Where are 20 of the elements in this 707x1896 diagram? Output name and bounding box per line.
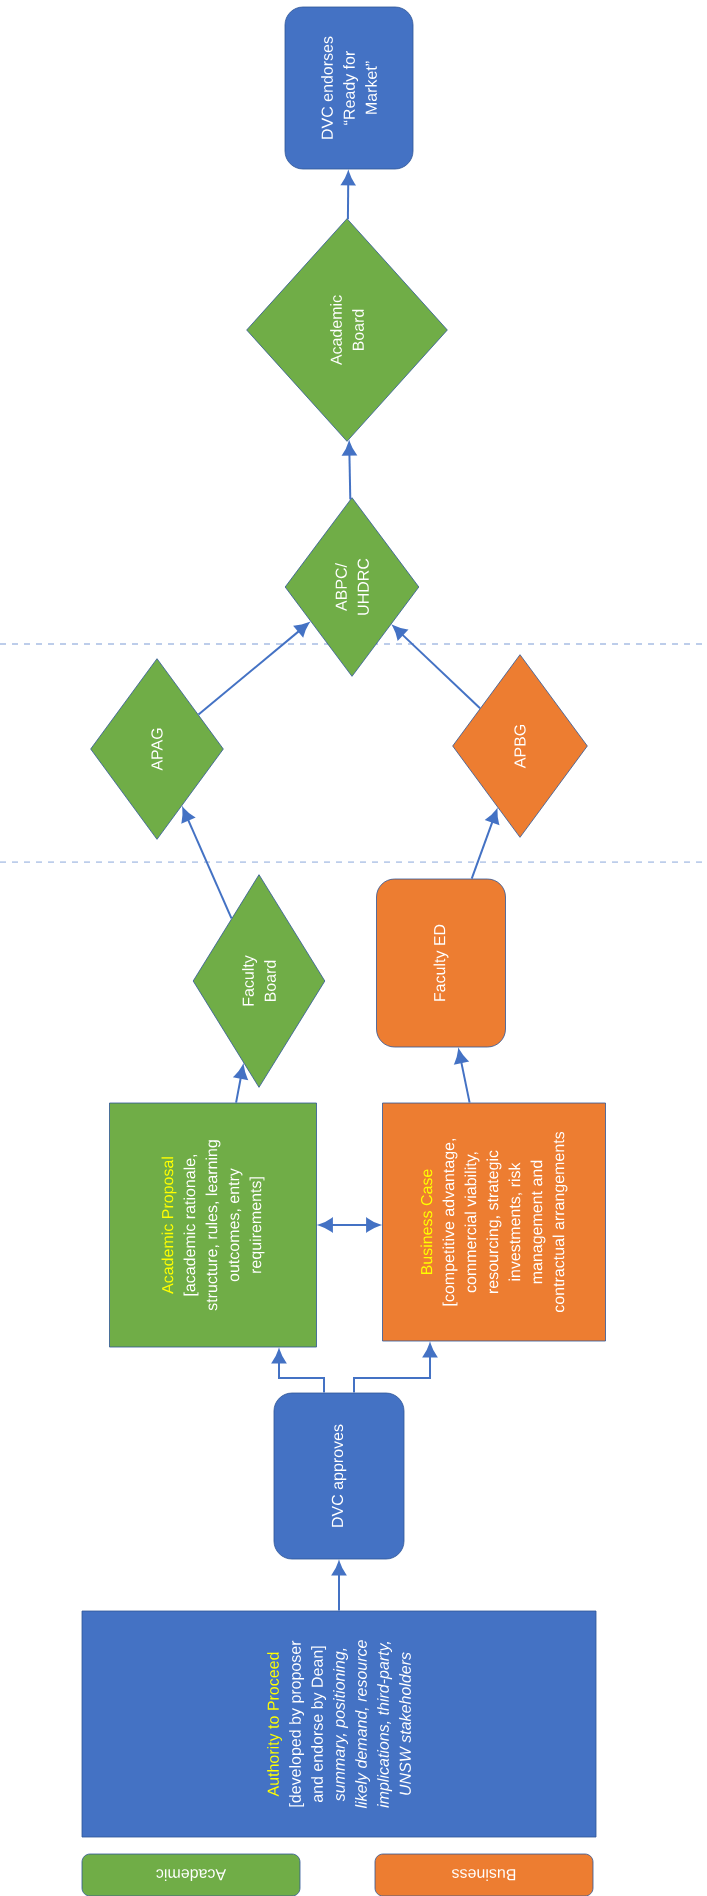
legend-item: Academic xyxy=(81,1853,301,1896)
arrow xyxy=(470,809,500,880)
legend-item: Business xyxy=(374,1853,594,1896)
arrow xyxy=(272,1349,325,1394)
arrow xyxy=(197,622,310,716)
arrow xyxy=(332,1561,346,1612)
arrow xyxy=(342,441,357,501)
arrow xyxy=(233,1065,248,1104)
process-box: Faculty ED xyxy=(376,878,506,1048)
process-box: Business Case [competitive advantage, commercial viability, resourcing, strategic investments, risk management and contractual arrangements xyxy=(382,1102,606,1342)
arrow xyxy=(319,1218,380,1232)
process-box: Academic Proposal [academic rationale, structure, rules, learning outcomes, entry requirements] xyxy=(109,1102,317,1348)
arrow xyxy=(353,1343,437,1394)
arrow xyxy=(181,807,233,920)
arrow xyxy=(454,1049,471,1104)
arrow xyxy=(392,625,482,710)
process-box: Authority to Proceed [developed by proposer and endorse by Dean] summary, positioning, likely demand, resource implications, third-party, UNSW stakeholders xyxy=(81,1610,597,1838)
arrow xyxy=(341,171,356,221)
process-box: DVC endorses “Ready for Market” xyxy=(284,6,414,170)
process-box: DVC approves xyxy=(273,1392,405,1560)
